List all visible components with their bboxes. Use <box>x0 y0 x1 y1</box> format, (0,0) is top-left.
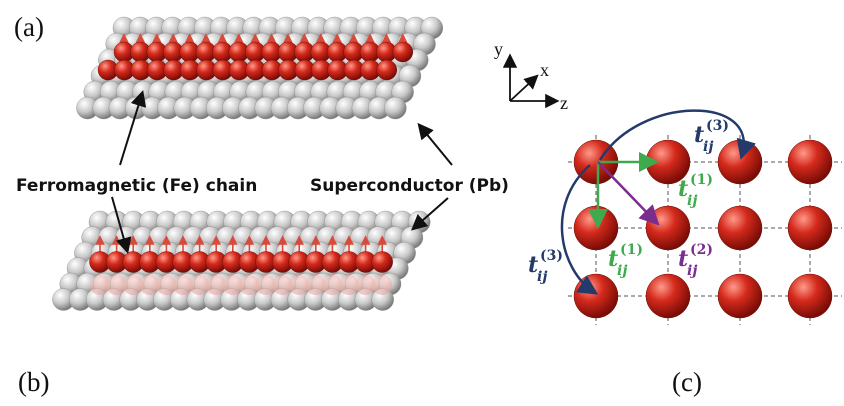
hop-arrow-third-down <box>560 164 599 295</box>
fe-atom-faded <box>189 275 210 295</box>
hop-label-t1-upper-base: t <box>678 176 688 202</box>
panel-label-b: (b) <box>18 367 49 397</box>
lattice-atom <box>717 273 763 319</box>
fe-atom-faded <box>355 275 376 295</box>
callout-arrows <box>111 90 453 254</box>
hop-label-t3-left-base: t <box>528 252 538 278</box>
fe-atom-faded <box>256 275 276 295</box>
axis-label-x: x <box>540 60 549 80</box>
fe-atom-faded <box>305 275 326 295</box>
hop-label-t3-upper-sup: (3) <box>706 118 729 134</box>
hop-label-t1-upper: t ij (1) <box>678 172 713 209</box>
fe-atom-faded <box>289 275 310 295</box>
fe-atom-faded <box>173 275 193 295</box>
hop-label-t1-upper-sup: (1) <box>690 172 713 188</box>
fe-atom-faded <box>222 275 243 295</box>
axis-label-y: y <box>494 39 503 59</box>
substrate-arrow-a <box>417 122 453 166</box>
lattice-atom <box>645 205 691 251</box>
hopping-arrows <box>560 109 756 295</box>
hop-arrow-nnn-diag <box>597 161 660 226</box>
fe-chain-a <box>97 33 413 81</box>
chain-arrow-b <box>111 196 132 254</box>
lattice-atom <box>717 139 763 185</box>
hop-label-t2-sub: ij <box>687 263 697 279</box>
lattice-atom <box>787 205 833 251</box>
fe-atom-faded <box>339 275 359 295</box>
fe-atom-faded <box>139 275 160 295</box>
fe-atom-faded <box>156 275 177 295</box>
lattice-atom <box>717 205 763 251</box>
axes-triad <box>502 53 560 109</box>
lattice-atoms <box>573 139 833 319</box>
fe-atom-faded <box>372 275 393 295</box>
callout-chain: Ferromagnetic (Fe) chain <box>16 176 257 196</box>
hop-label-t3-left: t ij (3) <box>528 248 563 285</box>
hop-label-t1-lower: t ij (1) <box>608 242 643 279</box>
lattice-atom <box>787 139 833 185</box>
fe-chain-b <box>89 235 393 295</box>
callout-substrate: Superconductor (Pb) <box>310 176 509 196</box>
hop-label-t1-lower-sup: (1) <box>620 242 643 258</box>
chain-arrow-a <box>119 90 147 166</box>
hop-label-t2: t ij (2) <box>678 242 713 279</box>
fe-atom-faded <box>123 275 144 295</box>
hop-label-t2-base: t <box>678 246 688 272</box>
fe-atom-faded <box>272 275 293 295</box>
fe-atom <box>371 251 393 273</box>
hop-label-t1-upper-sub: ij <box>687 193 697 209</box>
substrate-arrow-b <box>411 197 449 231</box>
lattice-atom <box>645 273 691 319</box>
fe-atom-faded <box>90 275 110 295</box>
hop-arrow-third-right <box>598 109 756 161</box>
fe-atom <box>392 41 413 63</box>
hop-label-t3-left-sub: ij <box>537 269 547 285</box>
fe-atom <box>376 59 397 81</box>
fe-atom-faded <box>239 275 260 295</box>
hop-label-t1-lower-base: t <box>608 246 618 272</box>
hop-label-t3-upper: t ij (3) <box>694 118 729 155</box>
substrate-atom <box>384 96 407 120</box>
lattice-atom <box>787 273 833 319</box>
hop-label-t1-lower-sub: ij <box>617 263 627 279</box>
hop-label-t3-upper-base: t <box>694 122 704 148</box>
panel-label-c: (c) <box>672 367 702 397</box>
hop-label-t3-left-sup: (3) <box>540 248 563 264</box>
fe-atom-faded <box>106 275 127 295</box>
hop-label-t3-upper-sub: ij <box>703 139 713 155</box>
fe-atom-faded <box>322 275 343 295</box>
axis-label-z: z <box>560 93 568 113</box>
panel-label-a: (a) <box>14 12 44 42</box>
lattice-atom <box>573 205 619 251</box>
fe-atom-faded <box>206 275 227 295</box>
hop-label-t2-sup: (2) <box>690 242 713 258</box>
